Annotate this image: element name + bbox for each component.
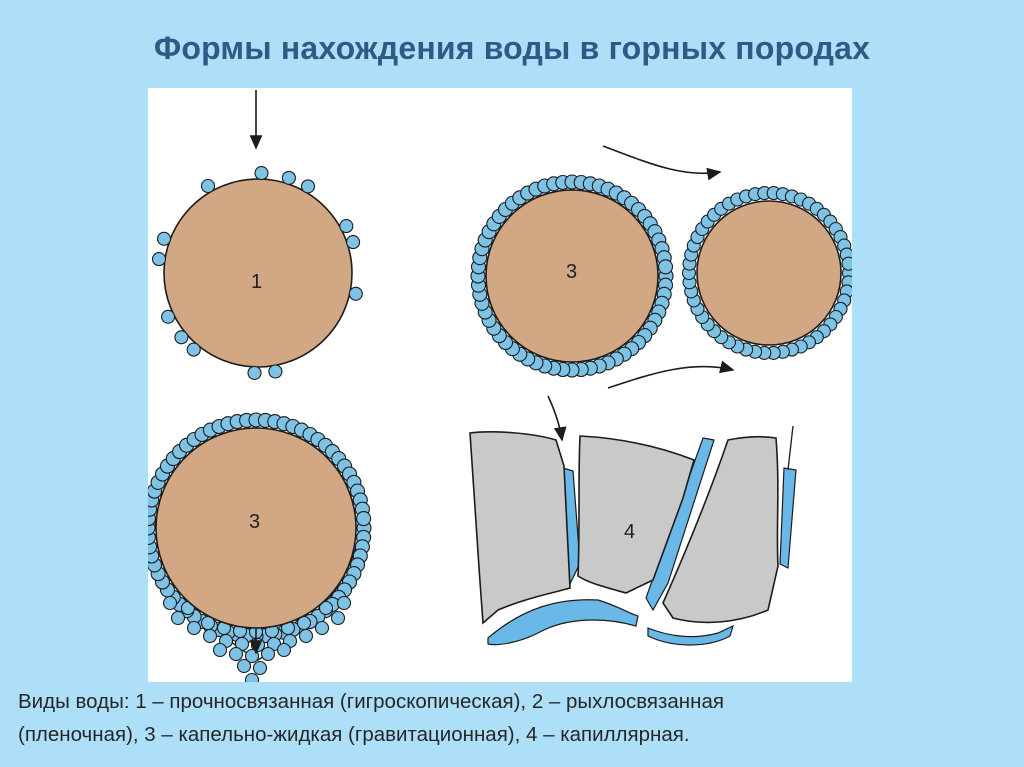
water-droplet [346, 235, 361, 250]
figure-hygroscopic: 1 [151, 90, 363, 380]
capillary-inflow-arrow [547, 395, 567, 442]
rock-fragment-right [662, 435, 779, 624]
caption-line-2: (пленочная), 3 – капельно-жидкая (гравит… [18, 723, 690, 746]
water-drops-gravitational [148, 412, 372, 682]
water-droplet [318, 600, 334, 616]
water-droplet [314, 620, 330, 636]
water-droplet [186, 342, 201, 357]
fracture-line [787, 425, 794, 471]
water-droplet [244, 672, 260, 682]
rock-fragment-left [469, 431, 571, 625]
slide-title: Формы нахождения воды в горных породах [153, 30, 871, 66]
figure-film-water: 3 [470, 145, 852, 389]
figure-capillary: 4 [469, 395, 797, 646]
water-droplet [657, 259, 674, 275]
water-droplet [336, 595, 352, 611]
water-droplet [330, 610, 346, 626]
capillary-water-right [779, 467, 797, 569]
flow-arrow-bottom [607, 360, 735, 389]
water-droplet [281, 170, 296, 185]
water-droplet [348, 286, 363, 301]
water-drops [151, 166, 363, 380]
water-droplet [156, 231, 172, 246]
caption-line-1: Виды воды: 1 – прочносвязанная (гигроско… [18, 690, 724, 713]
diagram-panel: 1 3 3 [148, 88, 852, 682]
water-droplet [300, 179, 316, 194]
water-droplet [268, 364, 283, 379]
water-droplet [260, 646, 276, 662]
water-droplet [162, 595, 178, 611]
water-droplet [339, 219, 354, 234]
water-droplet [151, 252, 167, 267]
water-droplet [298, 628, 314, 644]
caption: Виды воды: 1 – прочносвязанная (гигроско… [18, 685, 1008, 751]
water-droplet [236, 658, 252, 674]
water-droplet [174, 330, 189, 345]
water-droplet [247, 365, 262, 380]
label-4: 4 [624, 521, 635, 543]
water-droplet [356, 511, 372, 527]
water-film-left [470, 174, 674, 378]
water-droplet [254, 166, 269, 181]
water-droplet [212, 642, 228, 658]
figure-gravitational: 3 [148, 412, 372, 682]
label-3-top: 3 [566, 261, 577, 283]
label-1: 1 [251, 271, 262, 293]
water-droplet [161, 309, 176, 324]
capillary-water-bottom-right [647, 624, 734, 646]
water-film-right [681, 186, 852, 360]
water-droplet [228, 646, 244, 662]
capillary-water-bottom-left [487, 599, 639, 646]
water-droplet [276, 642, 292, 658]
rock-grain-left [485, 189, 659, 363]
water-forms-diagram: 1 3 3 [148, 90, 852, 682]
water-droplet [252, 660, 268, 676]
water-droplet [186, 620, 202, 636]
water-droplet [841, 256, 852, 271]
water-droplet [170, 610, 186, 626]
water-droplet [200, 178, 216, 194]
water-droplet [202, 628, 218, 644]
flow-arrow-top [602, 145, 722, 181]
rock-grain-right [696, 200, 842, 346]
rock-fragment-middle [577, 435, 695, 594]
label-3-bottom: 3 [249, 511, 260, 533]
